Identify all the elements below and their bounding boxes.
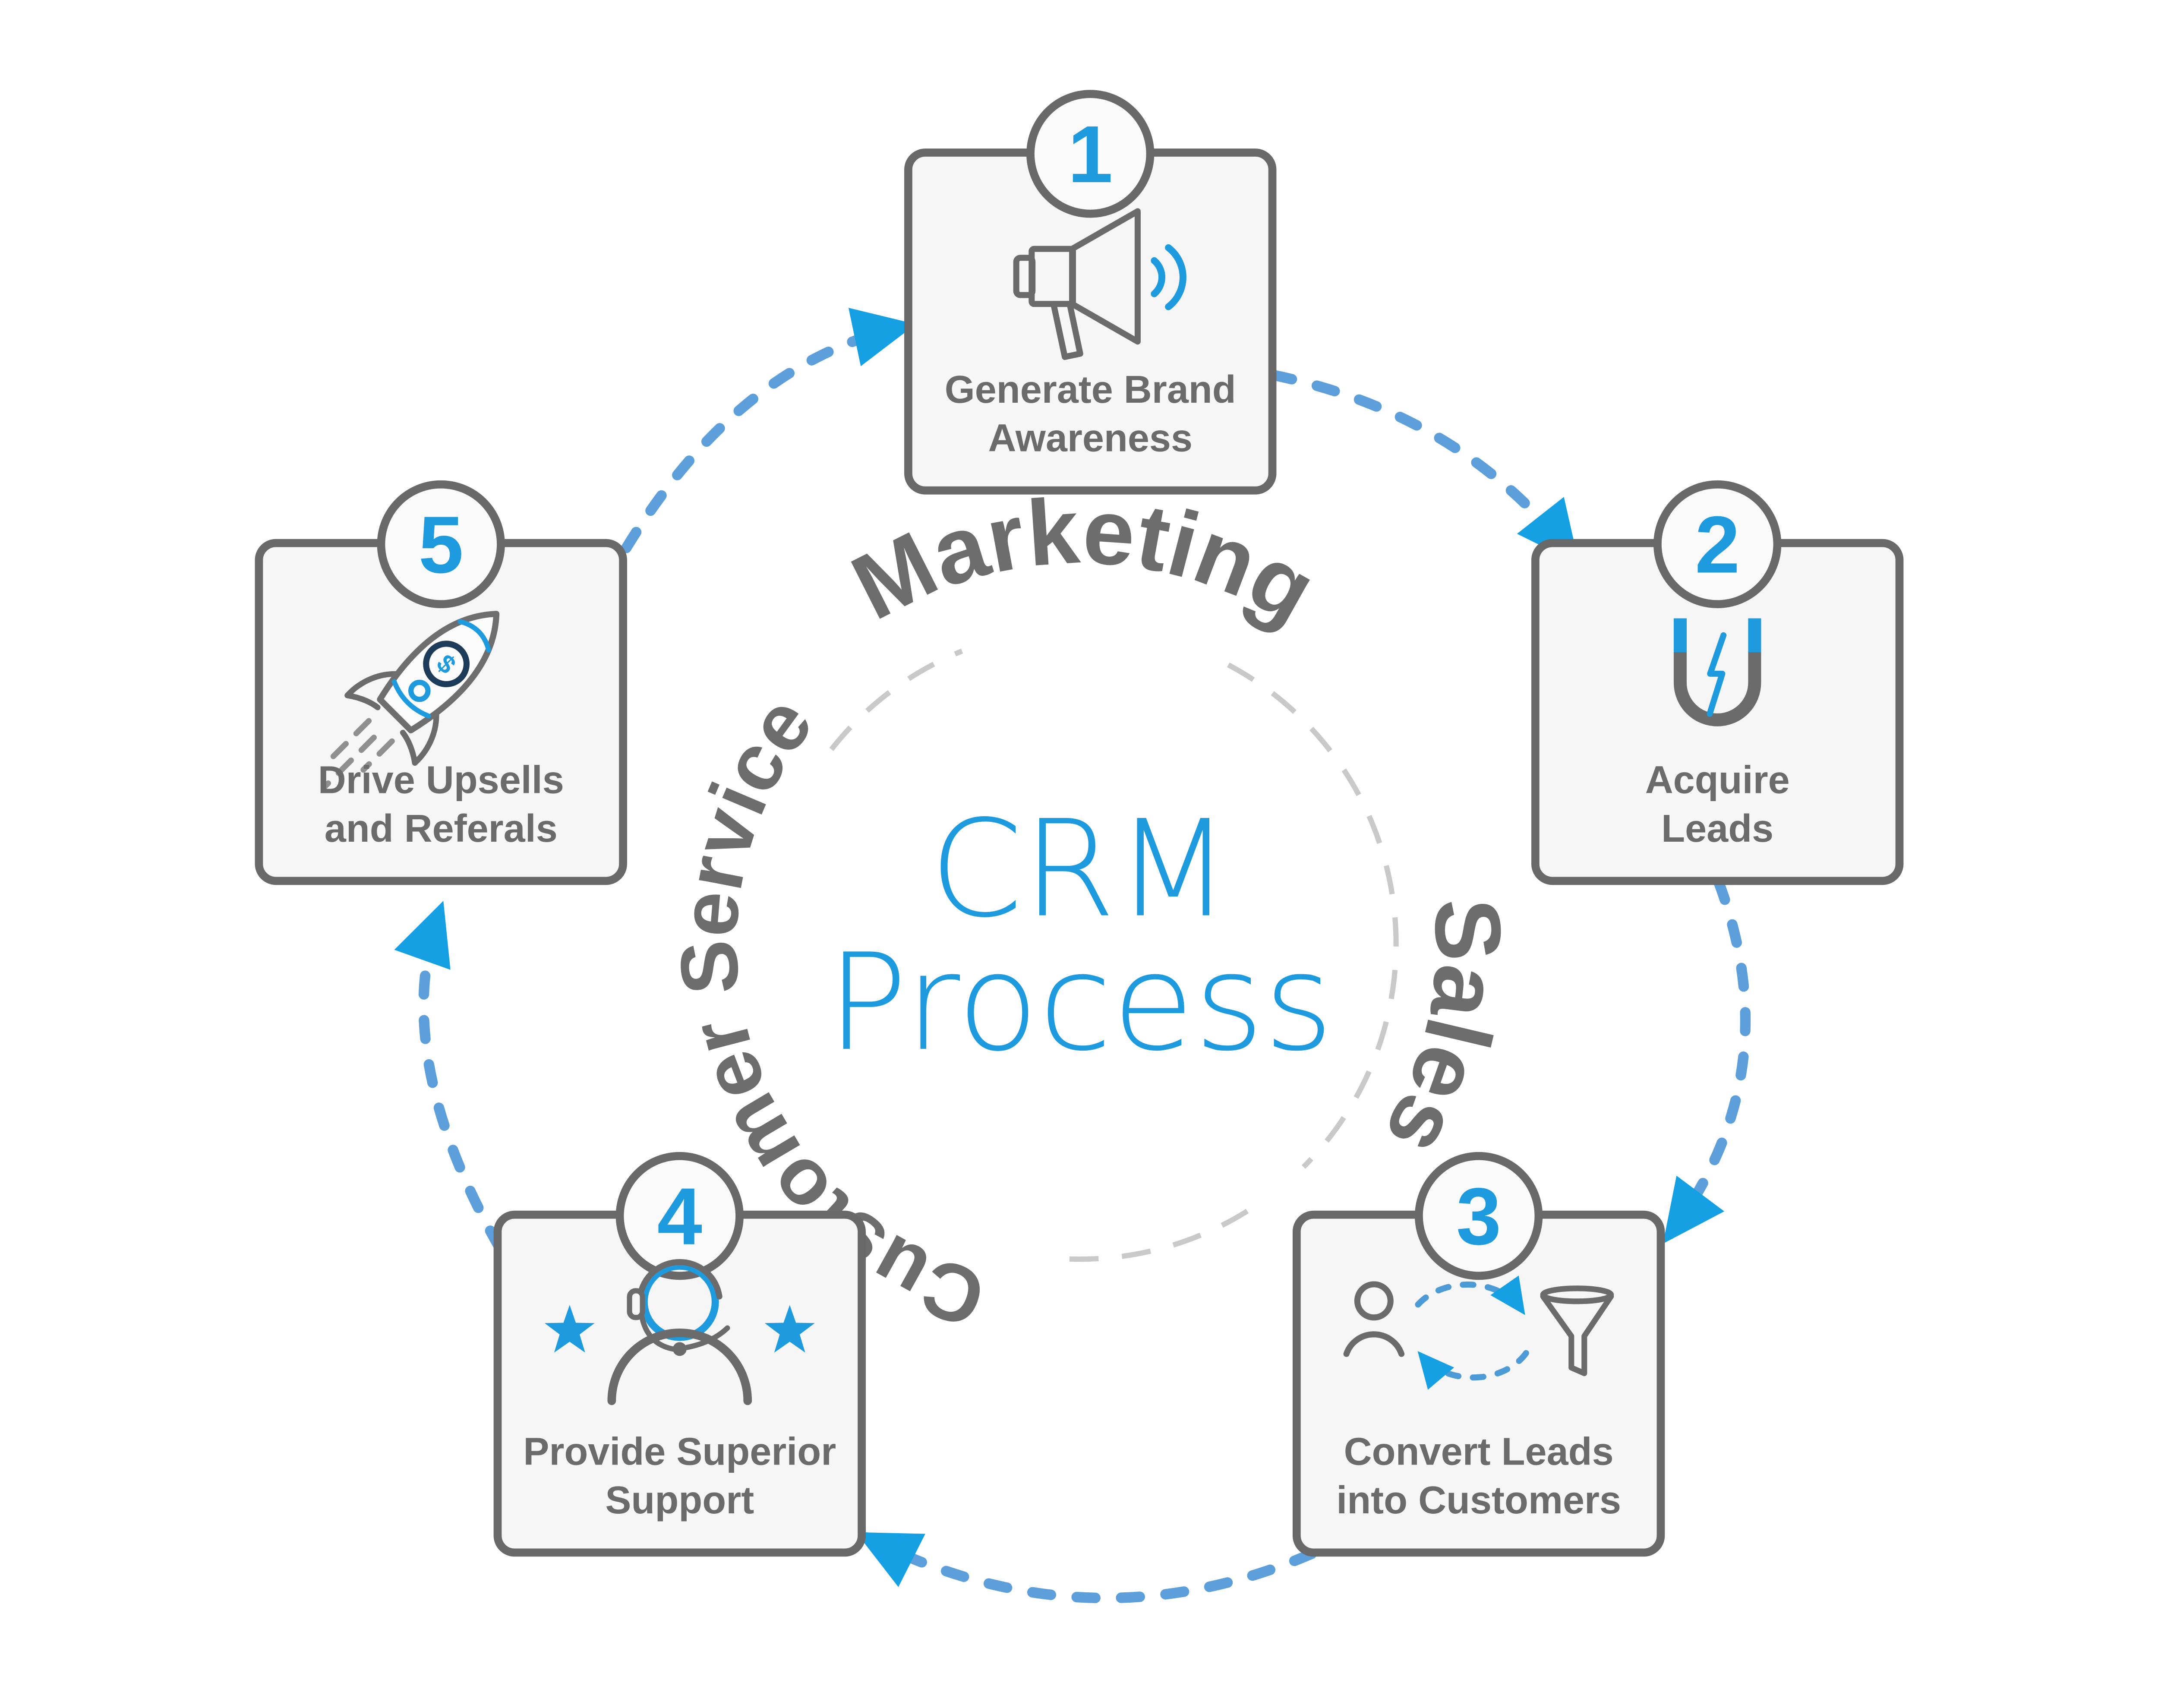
headset-band: [637, 1259, 722, 1300]
support-agent-icon: [544, 1259, 815, 1405]
person-head: [1354, 1281, 1394, 1321]
megaphone-handle: [1050, 301, 1083, 360]
rocket-tail-stripe: [391, 679, 431, 719]
step-4-badge: [615, 1152, 744, 1280]
headset-mic: [672, 1342, 687, 1356]
step-4-label-line1: Provide Superior: [523, 1430, 836, 1473]
step-5-badge: [377, 480, 505, 609]
megaphone-cone: [1069, 208, 1141, 345]
inner-circle-dash-right: [1227, 662, 1399, 1169]
arrow-step5-to-step1: [621, 308, 916, 553]
rocket-fin-right: [400, 703, 439, 766]
sound-wave-large: [1165, 244, 1186, 310]
funnel-icon: [1540, 1293, 1614, 1377]
magnet-icon: [1673, 618, 1761, 726]
step-2-label-line2: Leads: [1661, 807, 1773, 850]
megaphone-icon: [1013, 208, 1186, 360]
rocket-exhaust-dashes: [321, 718, 395, 791]
step-4-number: 4: [657, 1171, 702, 1262]
magnet-body: [1673, 651, 1761, 726]
step-5-label-line1: Drive Upsells: [318, 758, 564, 802]
inner-circle-dash-bottom: [1052, 1209, 1249, 1262]
rocket-dollar-ring: [423, 641, 470, 688]
arrow-step3-to-step4: [856, 1532, 1317, 1604]
step-3-label-line2: into Customers: [1336, 1479, 1621, 1522]
step-4-card: 4 Provide Superior Support: [493, 1152, 866, 1557]
ring-label-marketing: Marketing: [836, 478, 1333, 643]
step-1-label-line1: Generate Brand: [945, 368, 1236, 411]
star-icon-left: [544, 1305, 595, 1353]
lead-conversion-icon: [1343, 1275, 1614, 1390]
step-4-label-line2: Support: [605, 1479, 754, 1522]
lightning-bolt-icon: [1707, 632, 1727, 717]
rocket-icon: $: [321, 611, 500, 791]
ring-label-sales: Sales: [1365, 897, 1521, 1173]
arrow-step2-to-step3: [1663, 877, 1751, 1244]
step-1-card: 1 Generate Brand Awareness: [904, 90, 1277, 495]
step-1-label-line2: Awareness: [988, 417, 1193, 460]
step-2-badge: [1653, 480, 1782, 609]
step-3-badge: [1415, 1152, 1543, 1280]
step-3-number: 3: [1456, 1171, 1501, 1262]
headset-earpad: [627, 1288, 645, 1320]
center-title-line2: Process: [827, 925, 1333, 1080]
arrow-step1-to-step2: [1268, 369, 1579, 565]
star-icon-right: [764, 1305, 815, 1353]
step-1-badge: [1026, 90, 1155, 218]
step-5-card: 5 $ Drive Upsells and Referals: [255, 480, 627, 885]
agent-shoulders: [607, 1329, 752, 1405]
step-5-label-line2: and Referals: [325, 807, 558, 850]
inner-circle-dash-top-left: [829, 648, 963, 751]
sound-wave-small: [1151, 257, 1165, 297]
rocket-window: [408, 679, 431, 702]
rocket-nose-stripe: [457, 619, 491, 653]
step-3-label-line1: Convert Leads: [1344, 1430, 1614, 1473]
person-shoulders: [1343, 1331, 1405, 1357]
arrow-step4-to-step5: [394, 900, 505, 1253]
center-title-line1: CRM: [930, 792, 1231, 947]
step-2-card: 2 Acquire Leads: [1531, 480, 1904, 885]
cycle-arrow-bottom: [1417, 1350, 1529, 1390]
rocket-fin-left: [344, 671, 407, 710]
step-5-number: 5: [419, 499, 464, 590]
step-2-number: 2: [1695, 499, 1740, 590]
step-3-card: 3 Convert Leads into Customers: [1292, 1152, 1665, 1557]
step-2-label-line1: Acquire: [1645, 758, 1790, 802]
cycle-arrow-top: [1415, 1275, 1525, 1315]
step-1-number: 1: [1068, 109, 1113, 199]
